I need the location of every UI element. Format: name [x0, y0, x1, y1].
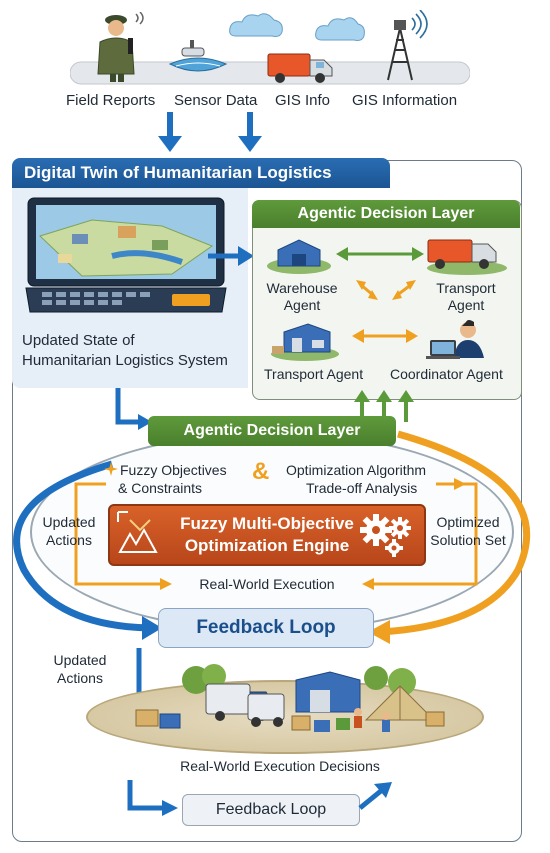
input-down-arrows [158, 112, 262, 152]
cloud-icon [229, 13, 283, 37]
gis-info-label: GIS Info [275, 92, 331, 109]
feedback-loop-box: Feedback Loop [158, 608, 374, 648]
coordinator-agent-label: Coordinator Agent [390, 366, 503, 382]
transport-hub-icon [271, 323, 339, 361]
gears-icon [360, 514, 411, 557]
execution-scene-icons [135, 664, 445, 732]
ampersand-symbol: & [252, 458, 270, 485]
agentic-decision-layer-title: Agentic Decision Layer [252, 200, 520, 228]
optimized-solution-line2: Solution Set [430, 532, 506, 548]
warehouse-icon [267, 239, 331, 274]
real-world-execution-decisions-label: Real-World Execution Decisions [180, 758, 380, 774]
green-up-arrows [354, 390, 414, 422]
gis-information-label: GIS Information [352, 92, 458, 109]
agentic-decision-layer-mid-title: Agentic Decision Layer [148, 416, 396, 446]
coordinator-person-icon [426, 320, 484, 359]
optimized-solution-line1: Optimized [436, 514, 500, 530]
tradeoff-analysis-label: Trade-off Analysis [306, 480, 418, 496]
transport-agent-label-2: Agent [447, 297, 485, 313]
fuzzy-funnel-icon [117, 511, 158, 553]
real-world-execution-label: Real-World Execution [199, 576, 335, 592]
feedback-loop-arcs [13, 430, 531, 644]
fuzzy-objectives-line2: & Constraints [118, 480, 203, 496]
sensor-drone-icon [168, 40, 228, 72]
updated-actions-outer-1: Updated [53, 652, 107, 668]
updated-actions-inner-1: Updated [42, 514, 96, 530]
updated-actions-inner-2: Actions [46, 532, 92, 548]
agent-interaction-arrows [336, 247, 424, 343]
updated-state-line2: Humanitarian Logistics System [22, 352, 228, 369]
warehouse-agent-label-2: Agent [283, 297, 321, 313]
feedback-loop-bottom-box: Feedback Loop [182, 794, 360, 826]
updated-state-line1: Updated State of [22, 332, 135, 349]
optimization-algorithm-label: Optimization Algorithm [286, 462, 427, 478]
feedback-down-arrow [136, 648, 142, 694]
bottom-loop-arrows [127, 780, 392, 816]
digital-twin-title: Digital Twin of Humanitarian Logistics [12, 158, 390, 188]
transport-agent-label-1: Transport [436, 280, 496, 296]
twin-to-agents-arrow [208, 246, 254, 266]
field-reports-label: Field Reports [66, 92, 156, 109]
cloud-icon-2 [315, 17, 365, 41]
twin-to-layer-arrow [115, 388, 152, 430]
fuzzy-spark-icon [104, 462, 118, 476]
gis-truck-icon [267, 53, 333, 83]
antenna-tower-icon [387, 10, 428, 81]
sensor-data-label: Sensor Data [174, 92, 258, 109]
digital-twin-monitor-icon [25, 197, 227, 313]
fuzzy-objectives-line1: Fuzzy Objectives [120, 462, 227, 478]
transport-agent-bottom-label: Transport Agent [264, 366, 364, 382]
updated-actions-outer-2: Actions [57, 670, 103, 686]
engine-title-line1: Fuzzy Multi-Objective [180, 514, 354, 533]
agentic-decision-layer-box [252, 200, 522, 400]
field-reporter-icon [97, 12, 144, 82]
engine-title-line2: Optimization Engine [184, 536, 350, 555]
warehouse-agent-label-1: Warehouse [266, 280, 338, 296]
transport-truck-icon [427, 239, 507, 275]
